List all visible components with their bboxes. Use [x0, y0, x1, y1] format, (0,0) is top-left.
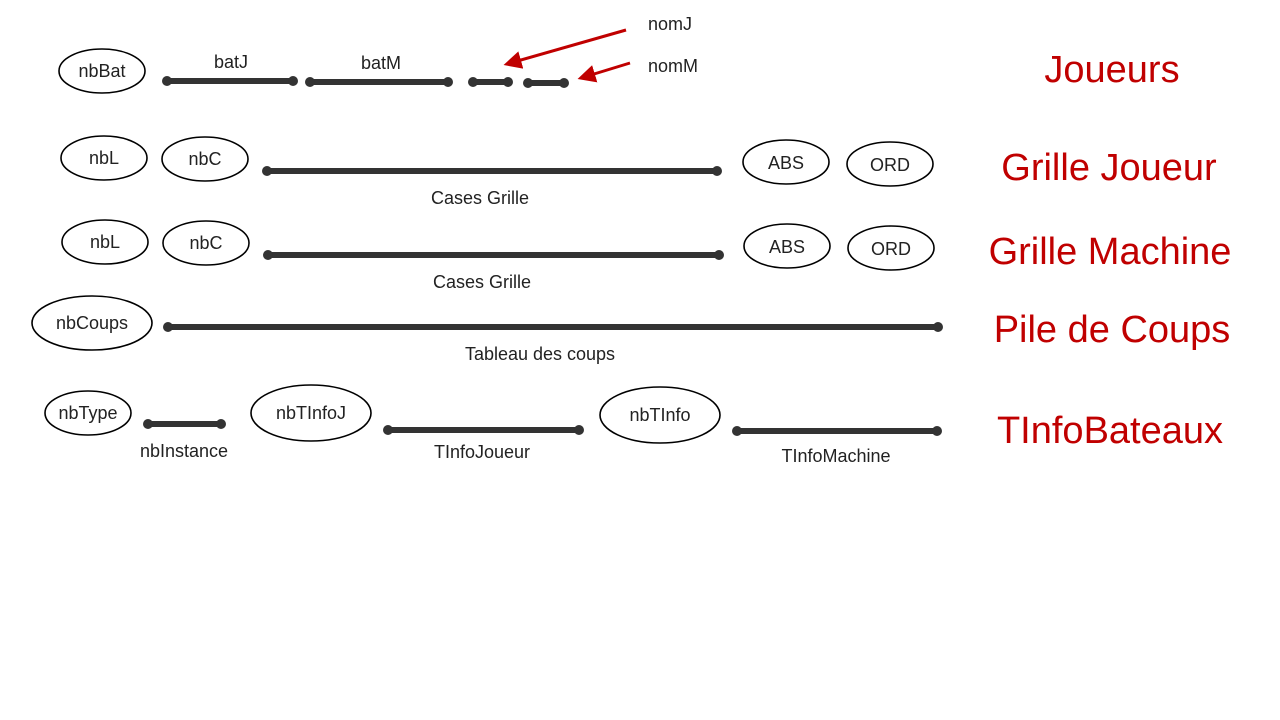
row-pile-coups: nbCoups Tableau des coups Pile de Coups	[31, 295, 1231, 364]
section-title-grille-machine: Grille Machine	[989, 231, 1232, 273]
arrow-nomj	[503, 28, 627, 69]
ellipse-nbl-label: nbL	[90, 232, 120, 252]
bar-tableau-coups	[163, 322, 943, 332]
ellipse-abs-label: ABS	[769, 237, 805, 257]
callout-nomm: nomM	[648, 56, 698, 76]
bar-batm	[305, 77, 453, 87]
ellipse-nbl: nbL	[60, 135, 148, 181]
ellipse-nbtinfo-label: nbTInfo	[629, 405, 690, 425]
ellipse-nbc: nbC	[162, 220, 250, 266]
bar-nbinstance	[143, 419, 226, 429]
bar-tinfomachine	[732, 426, 942, 436]
ellipse-nbc-label: nbC	[188, 149, 221, 169]
arrow-nomm	[577, 61, 631, 83]
ellipse-nbc-label: nbC	[189, 233, 222, 253]
ellipse-nbbat: nbBat	[58, 48, 146, 94]
ellipse-nbl: nbL	[61, 219, 149, 265]
row-grille-joueur: nbL nbC Cases Grille ABS ORD Grille Joue…	[60, 135, 1217, 208]
ellipse-nbtype: nbType	[44, 390, 132, 436]
section-title-tinfobateaux: TInfoBateaux	[997, 410, 1223, 452]
bar-cases-grille	[263, 250, 724, 260]
ellipse-nbbat-label: nbBat	[78, 61, 125, 81]
ellipse-nbtinfo: nbTInfo	[599, 386, 721, 444]
bar-tinfojoueur	[383, 425, 584, 435]
section-title-grille-joueur: Grille Joueur	[1001, 147, 1217, 189]
callout-nomj: nomJ	[648, 14, 692, 34]
bar-batj	[162, 76, 298, 86]
row-grille-machine: nbL nbC Cases Grille ABS ORD Grille Mach…	[61, 219, 1232, 292]
ellipse-ord: ORD	[847, 225, 935, 271]
bar-batm-label: batM	[361, 53, 401, 73]
ellipse-nbtinfoj: nbTInfoJ	[250, 384, 372, 442]
ellipse-abs: ABS	[743, 223, 831, 269]
section-title-joueurs: Joueurs	[1044, 49, 1179, 91]
ellipse-abs-label: ABS	[768, 153, 804, 173]
ellipse-nbtinfoj-label: nbTInfoJ	[276, 403, 346, 423]
ellipse-ord: ORD	[846, 141, 934, 187]
bar-tinfomachine-label: TInfoMachine	[781, 446, 890, 466]
ellipse-nbtype-label: nbType	[58, 403, 117, 423]
bar-cases-grille-label: Cases Grille	[431, 188, 529, 208]
ellipse-abs: ABS	[742, 139, 830, 185]
bar-batj-label: batJ	[214, 52, 248, 72]
section-title-pile-coups: Pile de Coups	[994, 309, 1231, 351]
bar-nomm	[523, 78, 569, 88]
ellipse-nbcoups: nbCoups	[31, 295, 153, 351]
bar-tinfojoueur-label: TInfoJoueur	[434, 442, 530, 462]
ellipse-nbcoups-label: nbCoups	[56, 313, 128, 333]
bar-cases-grille-label: Cases Grille	[433, 272, 531, 292]
ellipse-nbl-label: nbL	[89, 148, 119, 168]
row-joueurs: nbBat batJ batM nomJ nomM Joueurs	[58, 14, 1180, 94]
row-tinfobateaux: nbType nbInstance nbTInfoJ TInfoJoueur n…	[44, 384, 1223, 466]
ellipse-ord-label: ORD	[870, 155, 910, 175]
ellipse-nbc: nbC	[161, 136, 249, 182]
bar-cases-grille	[262, 166, 722, 176]
bar-nomj	[468, 77, 513, 87]
ellipse-ord-label: ORD	[871, 239, 911, 259]
bar-nbinstance-label: nbInstance	[140, 441, 228, 461]
bar-tableau-coups-label: Tableau des coups	[465, 344, 615, 364]
